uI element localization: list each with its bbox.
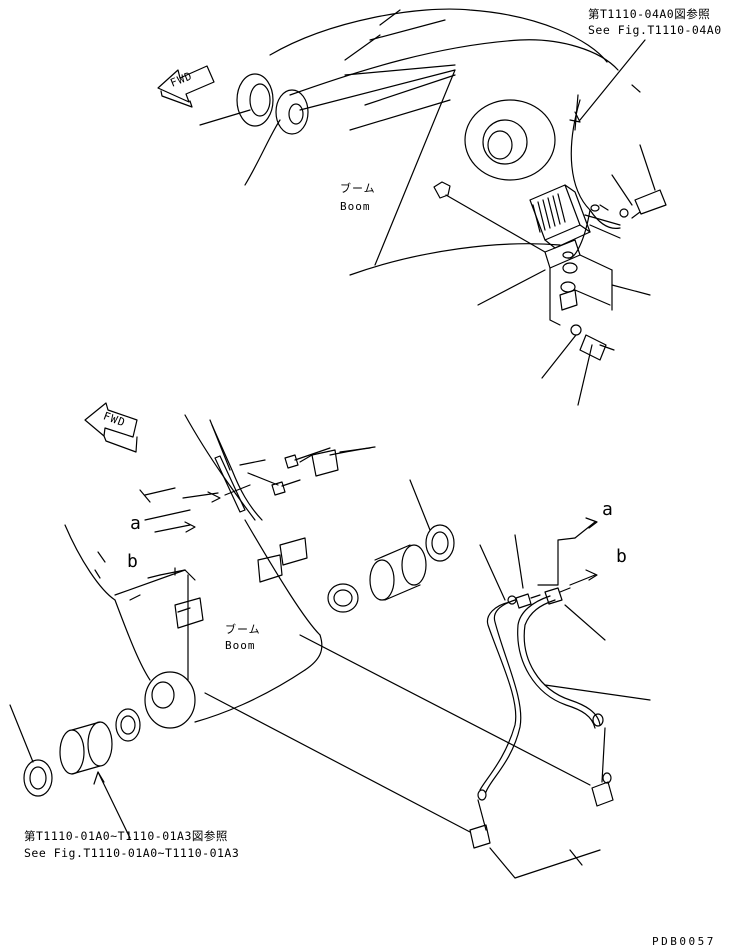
lamp-bolt-upper (590, 189, 667, 219)
callout-a-right: a (602, 499, 613, 520)
callout-b-right: b (616, 546, 627, 567)
hose-clamp-3 (174, 597, 204, 629)
document-code: PDB0057 (652, 935, 716, 948)
fwd-arrow-bottom (84, 402, 138, 453)
elbow-fitting-lower (469, 789, 491, 849)
top-small-nut (433, 181, 451, 199)
lamp-bracket (544, 239, 613, 336)
top-figure-ref-en: See Fig.T1110-04A0 (588, 23, 722, 37)
bottom-boom-outline (64, 414, 323, 723)
top-boom-foot-pin (236, 73, 309, 135)
boom-fitting-upper (284, 447, 371, 469)
top-boom-outline (199, 8, 641, 276)
bottom-dashed-guides (97, 489, 176, 576)
right-pipe-a (479, 593, 541, 793)
hose-clamp-2 (257, 537, 308, 583)
top-leader-lines (445, 39, 656, 406)
elbow-fitting-right (591, 727, 614, 807)
fwd-arrow-top (157, 65, 215, 108)
bottom-wiring (204, 424, 591, 833)
boom-bracket-plate (214, 455, 246, 513)
boom-fitting-lower (271, 479, 301, 496)
bottom-figure-ref-jp: 第T1110-01A0~T1110-01A3図参照 (24, 829, 228, 843)
callout-b-left: b (127, 551, 138, 572)
right-bushing-set (327, 524, 455, 613)
left-bushing-set (23, 708, 141, 797)
bottom-boom-label-jp: ブーム (225, 623, 261, 636)
bottom-boom-label-en: Boom (225, 639, 256, 652)
top-boom-label-en: Boom (340, 200, 371, 213)
lamp-wire (567, 94, 621, 259)
callout-a-left: a (130, 513, 141, 534)
top-boom-label-jp: ブーム (340, 182, 376, 195)
right-pipe-b (517, 587, 604, 729)
hose-clamp-1 (299, 449, 339, 477)
bottom-leader-lines (9, 459, 651, 879)
bottom-figure-ref-en: See Fig.T1110-01A0~T1110-01A3 (24, 846, 240, 860)
boom-foot-boss (144, 671, 196, 729)
top-boom-boss (464, 99, 556, 181)
work-lamp (529, 184, 591, 249)
top-figure-ref-jp: 第T1110-04A0図参照 (588, 7, 711, 21)
lamp-bolt-lower (579, 334, 615, 361)
